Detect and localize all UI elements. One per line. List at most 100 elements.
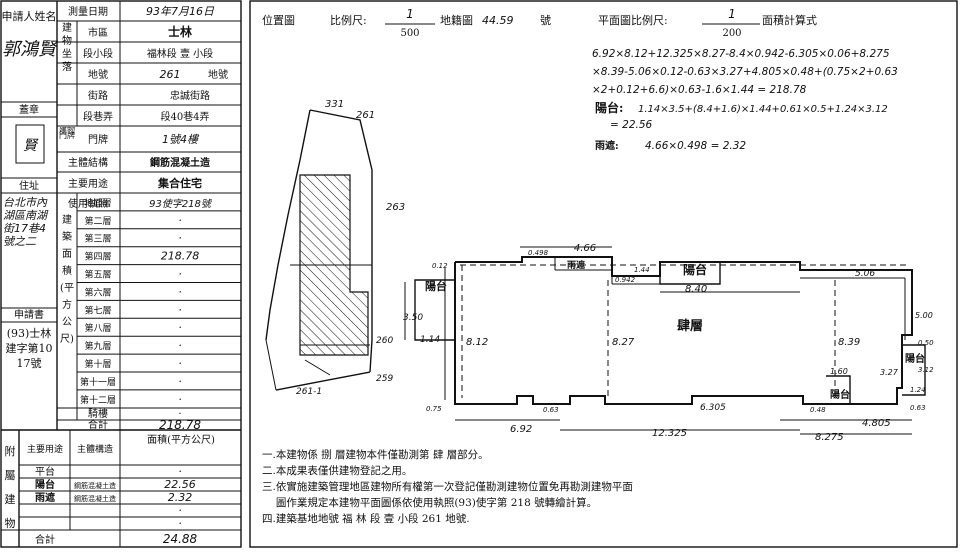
floor-area-value: · — [178, 268, 182, 281]
floor-plan: 陽台 雨遮 陽台 陽台 陽台 肆層 4.66 8.40 3.50 1.14 8.… — [403, 243, 934, 443]
dim-3-27: 3.27 — [880, 368, 899, 377]
map-label-263: 263 — [386, 202, 405, 213]
floor-area-value: · — [178, 357, 182, 370]
application-no-box: (93)士林建字第1017號 — [5, 327, 53, 370]
cadastral-suffix: 號 — [540, 14, 551, 27]
seal-stamp: 賢 — [15, 124, 45, 164]
use-label: 主要用途 — [68, 177, 108, 190]
note-3: 三.依實施建築管理地區建物所有權第一次登記僅勘測建物位置免再勘測建物平面 — [262, 480, 633, 493]
note-4: 四.建築基地地號 福 林 段 壹 小段 261 地號. — [262, 512, 470, 525]
door-label: 門牌 — [88, 133, 108, 146]
dim-8-27: 8.27 — [612, 337, 635, 348]
plan-balcony-left: 陽台 — [425, 279, 447, 293]
applicant-name: 郭鴻賢 — [2, 39, 59, 60]
annex-use: 平台 — [35, 465, 55, 478]
floor-name: 第九層 — [84, 340, 111, 352]
structure: 鋼筋混凝土造 — [149, 156, 211, 169]
lot-suffix: 地號 — [208, 68, 228, 81]
plan-canopy: 雨遮 — [567, 259, 585, 271]
dim-0-63b: 0.63 — [910, 404, 926, 412]
section-label: 段小段 — [83, 47, 113, 60]
district: 士林 — [168, 24, 192, 39]
dim-0-50: 0.50 — [918, 339, 934, 347]
bldg-location-label: 建物坐落 — [62, 23, 72, 73]
dim-0-48: 0.48 — [810, 406, 826, 414]
application-no: (93)士林建字第1017號 — [5, 327, 53, 370]
street: 忠誠街路 — [170, 89, 210, 102]
floor-area-value: · — [178, 321, 182, 334]
location-scale-label: 比例尺: — [330, 13, 367, 27]
floor-name: 第六層 — [84, 286, 111, 298]
annex-total: 24.88 — [163, 532, 198, 546]
site-location-map: 331 261 263 260 259 261-1 — [265, 99, 405, 397]
dim-5-00: 5.00 — [915, 311, 933, 320]
annex-area: 2.32 — [168, 491, 193, 504]
address-value: 台北市內湖區南湖街17巷4號之二 — [3, 196, 47, 248]
use: 集合住宅 — [157, 176, 202, 190]
lot: 261 — [160, 68, 181, 81]
dim-0-498: 0.498 — [528, 249, 549, 257]
dim-1-60: 1.60 — [830, 367, 848, 376]
dim-0-942: 0.942 — [615, 276, 636, 284]
dim-6-92: 6.92 — [510, 424, 532, 435]
floor-name: 第二層 — [84, 215, 111, 227]
cadastral-label: 地籍圖 — [440, 13, 473, 27]
balcony-calc-1: 1.14×3.5+(8.4+1.6)×1.44+0.61×0.5+1.24×3.… — [638, 104, 888, 115]
note-3b: 圖作業規定本建物平面圖係依使用執照(93)使字第 218 號轉繪計算。 — [262, 496, 597, 509]
section: 福林段 壹 小段 — [147, 47, 213, 60]
survey-date: 93年7月16日 — [146, 5, 215, 18]
calc-line-1: 6.92×8.12+12.325×8.27-8.4×0.942-6.305×0.… — [592, 48, 890, 60]
street-label: 街路 — [88, 89, 108, 102]
total-label: 合計 — [88, 418, 108, 431]
dim-1-14: 1.14 — [420, 335, 440, 345]
floor-area-vert-box: 建築面積(平方公尺) — [60, 215, 74, 345]
canopy-calc-label: 雨遮: — [595, 139, 619, 152]
tower-label: 騎樓 — [88, 407, 108, 420]
floor-name: 第八層 — [84, 322, 111, 334]
note-2: 二.本成果表僅供建物登記之用。 — [262, 464, 412, 477]
dim-3-12: 3.12 — [918, 366, 934, 374]
balcony-calc-2: = 22.56 — [610, 119, 653, 131]
plan-floor-name: 肆層 — [677, 318, 703, 334]
annex-structure-header: 主體構造 — [77, 443, 113, 455]
svg-text:賢: 賢 — [23, 138, 39, 154]
floor-area-value: · — [178, 303, 182, 316]
plan-scale-den: 200 — [722, 28, 741, 39]
applicant-label: 申請人姓名 — [2, 9, 57, 23]
plan-balcony-br: 陽台 — [830, 388, 850, 401]
annex-use: 陽台 — [35, 478, 55, 491]
plan-scale-num: 1 — [728, 7, 736, 21]
address-label: 住址 — [19, 179, 39, 192]
dim-8-275: 8.275 — [815, 432, 844, 443]
annex-use-header: 主要用途 — [27, 443, 63, 455]
floor-area-value: 218.78 — [161, 250, 200, 263]
map-label-260: 260 — [376, 336, 393, 346]
balcony-calc-label: 陽台: — [595, 100, 623, 115]
tower-value: · — [178, 409, 181, 420]
dim-8-40: 8.40 — [685, 284, 707, 295]
dim-12-325: 12.325 — [652, 428, 687, 439]
floor-area-label: 建築面積(平方公尺) — [60, 215, 74, 345]
floor-area-value: · — [178, 393, 182, 406]
annex-structure: 鋼筋混凝土造 — [74, 481, 116, 490]
annex-vert-box: 附屬建物 — [4, 445, 16, 530]
location-vert-box: 建物坐落 — [62, 23, 72, 73]
floor-area-value: · — [178, 285, 182, 298]
building-info-table — [0, 0, 242, 548]
dim-6-305: 6.305 — [700, 403, 726, 413]
annex-area: · — [178, 517, 182, 530]
annex-area-header: 面積(平方公尺) — [147, 435, 215, 446]
seal-label: 蓋章 — [19, 103, 39, 116]
floor-area-value: · — [178, 196, 182, 209]
annex-label: 附屬建物 — [4, 445, 16, 530]
dim-3-50: 3.50 — [403, 313, 423, 323]
dim-1-44: 1.44 — [634, 266, 650, 274]
cadastral-no: 44.59 — [482, 14, 514, 27]
door-group-box: 建物門牌 — [59, 127, 75, 140]
district-label: 市區 — [88, 26, 108, 39]
annex-area: · — [178, 504, 182, 517]
lane: 段40巷4弄 — [160, 110, 209, 123]
lot-label: 地號 — [88, 68, 108, 81]
